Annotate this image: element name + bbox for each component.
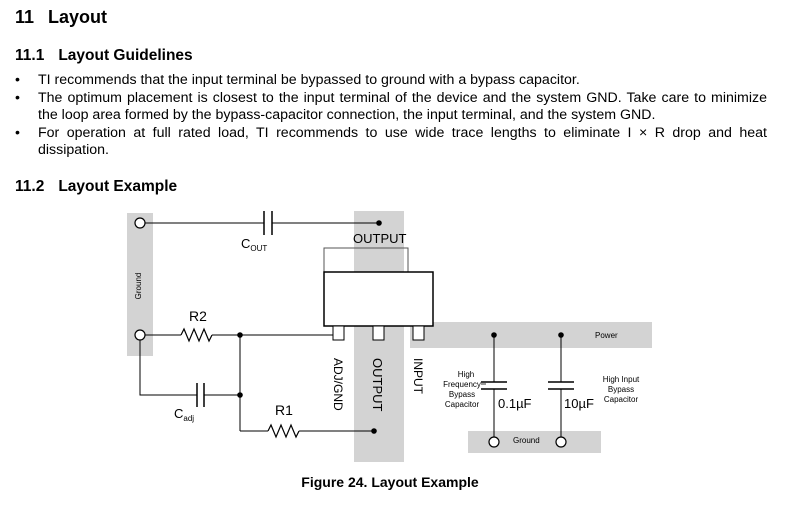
cout-label: COUT bbox=[241, 236, 267, 253]
output-node-bottom bbox=[371, 428, 377, 434]
r2-label: R2 bbox=[189, 308, 207, 324]
cap-hi-desc-line: High Input bbox=[603, 375, 640, 384]
power-label: Power bbox=[595, 331, 618, 340]
r1-resistor bbox=[267, 423, 300, 439]
bullet-icon: • bbox=[15, 72, 20, 88]
ground-plane-bottom bbox=[468, 431, 601, 453]
cap-hf-desc-line: High bbox=[458, 370, 474, 379]
list-item: •The optimum placement is closest to the… bbox=[15, 90, 767, 123]
power-plane bbox=[410, 322, 652, 348]
r2-resistor bbox=[180, 327, 213, 343]
pin-input-label: INPUT bbox=[411, 358, 425, 395]
pin-output-label: OUTPUT bbox=[370, 358, 385, 412]
cadj-label: Cadj bbox=[174, 406, 194, 423]
ground-bottom-label: Ground bbox=[513, 436, 540, 445]
cap-hi-value: 10µF bbox=[564, 396, 594, 411]
ground-terminal-hi bbox=[555, 436, 567, 448]
figure-caption: Figure 24. Layout Example bbox=[301, 474, 479, 490]
cap-hf-desc-line: Capacitor bbox=[445, 400, 480, 409]
cap-hf-desc-line: Frequency bbox=[443, 380, 481, 389]
ground-terminal-mid bbox=[134, 329, 146, 341]
output-tab-label: OUTPUT bbox=[353, 231, 407, 246]
ground-left-label: Ground bbox=[134, 273, 143, 300]
subsection-number: 11.2 bbox=[15, 178, 45, 195]
pin-adj-label: ADJ/GND bbox=[331, 358, 345, 411]
pin-adj bbox=[332, 325, 345, 341]
output-node bbox=[376, 220, 382, 226]
section-heading: 11 Layout bbox=[15, 7, 107, 28]
guidelines-list: •TI recommends that the input terminal b… bbox=[15, 72, 767, 160]
subsection-number: 11.1 bbox=[15, 47, 45, 64]
list-item: •For operation at full rated load, TI re… bbox=[15, 125, 767, 158]
cap-hf-desc-line: Bypass bbox=[449, 390, 475, 399]
pin-input bbox=[412, 325, 425, 341]
cap-hi-desc-line: Capacitor bbox=[604, 395, 639, 404]
bullet-icon: • bbox=[15, 125, 20, 141]
regulator-package bbox=[323, 271, 434, 327]
r1-label: R1 bbox=[275, 402, 293, 418]
bullet-icon: • bbox=[15, 90, 20, 106]
pin-output bbox=[372, 325, 385, 341]
subsection-title: Layout Guidelines bbox=[58, 47, 193, 64]
subsection-heading-example: 11.2 Layout Example bbox=[15, 178, 177, 196]
power-node-hf bbox=[491, 332, 497, 338]
section-title: Layout bbox=[48, 7, 108, 27]
cap-hi-desc-line: Bypass bbox=[608, 385, 634, 394]
ground-terminal-hf bbox=[488, 436, 500, 448]
section-number: 11 bbox=[15, 7, 35, 27]
subsection-heading-guidelines: 11.1 Layout Guidelines bbox=[15, 47, 193, 65]
subsection-title: Layout Example bbox=[58, 178, 178, 195]
trace bbox=[139, 340, 197, 396]
power-node-hi bbox=[558, 332, 564, 338]
list-item: •TI recommends that the input terminal b… bbox=[15, 72, 580, 88]
cap-hf-value: 0.1µF bbox=[498, 396, 532, 411]
ground-terminal-top bbox=[134, 217, 146, 229]
